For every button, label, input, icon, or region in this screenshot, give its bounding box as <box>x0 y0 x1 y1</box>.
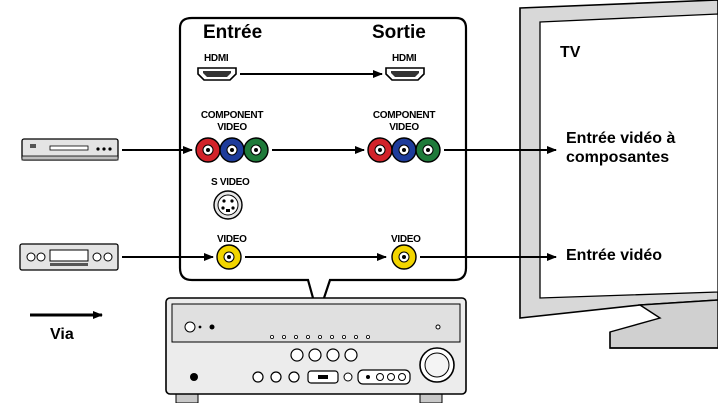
connection-panel <box>178 16 468 320</box>
video-input-jack <box>216 244 242 270</box>
video-input-label: VIDEO <box>217 234 247 245</box>
video-output-label: VIDEO <box>391 234 421 245</box>
tv-component-input-label: Entrée vidéo à composantes <box>566 129 675 167</box>
tv-icon <box>519 0 718 349</box>
component-input-jacks <box>195 137 269 163</box>
component-output-label-line1: COMPONENT <box>372 110 436 121</box>
component-input-label: COMPONENT VIDEO <box>196 110 268 134</box>
svideo-input-jack <box>213 190 243 220</box>
output-header: Sortie <box>372 22 426 43</box>
tv-video-input-label: Entrée vidéo <box>566 247 663 264</box>
tv-component-input-line1: Entrée vidéo à <box>566 130 676 147</box>
hdmi-input-connector <box>197 67 237 81</box>
video-output-jack <box>391 244 417 270</box>
hdmi-output-label: HDMI <box>392 53 417 64</box>
vcr-device-icon <box>19 243 119 271</box>
tv-component-input-line2: composantes <box>566 149 670 166</box>
component-output-label: COMPONENT VIDEO <box>368 110 440 134</box>
hdmi-output-connector <box>385 67 425 81</box>
component-output-label-line2: VIDEO <box>389 122 419 133</box>
via-label: Via <box>50 326 74 343</box>
svideo-input-label: S VIDEO <box>211 177 250 188</box>
component-output-jacks <box>367 137 441 163</box>
component-input-label-line1: COMPONENT <box>200 110 264 121</box>
hdmi-input-label: HDMI <box>204 53 229 64</box>
av-receiver-icon <box>165 297 467 403</box>
player-device-icon <box>21 138 119 161</box>
input-header: Entrée <box>203 22 263 43</box>
component-input-label-line2: VIDEO <box>217 122 247 133</box>
tv-label: TV <box>560 44 581 61</box>
